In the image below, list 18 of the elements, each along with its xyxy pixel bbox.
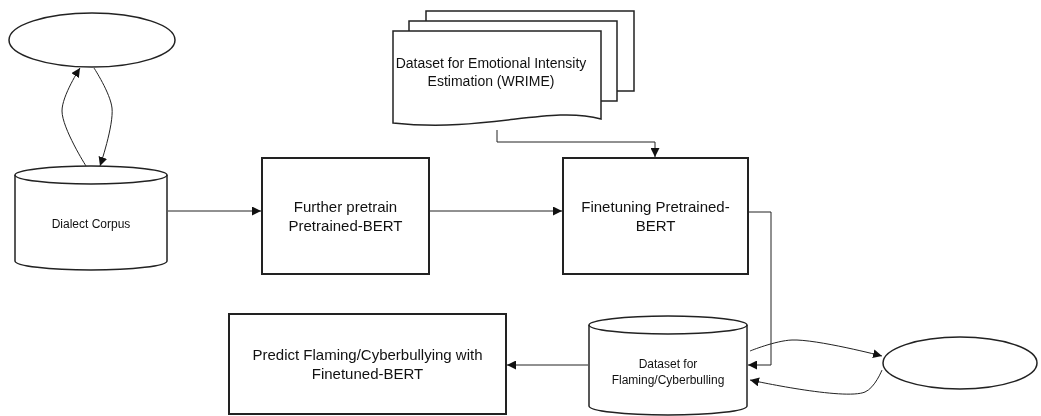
node-label: Predict Flaming/Cyberbullying with Finetuned-BERT <box>251 344 484 384</box>
arrow <box>747 211 772 370</box>
arrow <box>167 206 262 216</box>
arrow <box>61 67 87 167</box>
process-box <box>261 157 430 275</box>
process-box <box>228 313 507 415</box>
arrow <box>93 67 113 167</box>
arrow <box>506 360 589 370</box>
node-label: Dataset for Flaming/Cyberbulling <box>610 356 726 389</box>
process-box <box>562 157 749 275</box>
arrow <box>749 339 883 359</box>
node-label: Finetuning Pretrained-BERT <box>580 196 731 236</box>
node-label: Dialect Corpus <box>51 217 131 233</box>
arrow <box>749 369 883 395</box>
arrow <box>429 206 563 216</box>
arrow <box>496 129 660 158</box>
node-label: Further pretrain Pretrained-BERT <box>287 196 404 236</box>
node-label: Dataset for Emotional Intensity Estimation (WRIME) <box>394 53 588 91</box>
